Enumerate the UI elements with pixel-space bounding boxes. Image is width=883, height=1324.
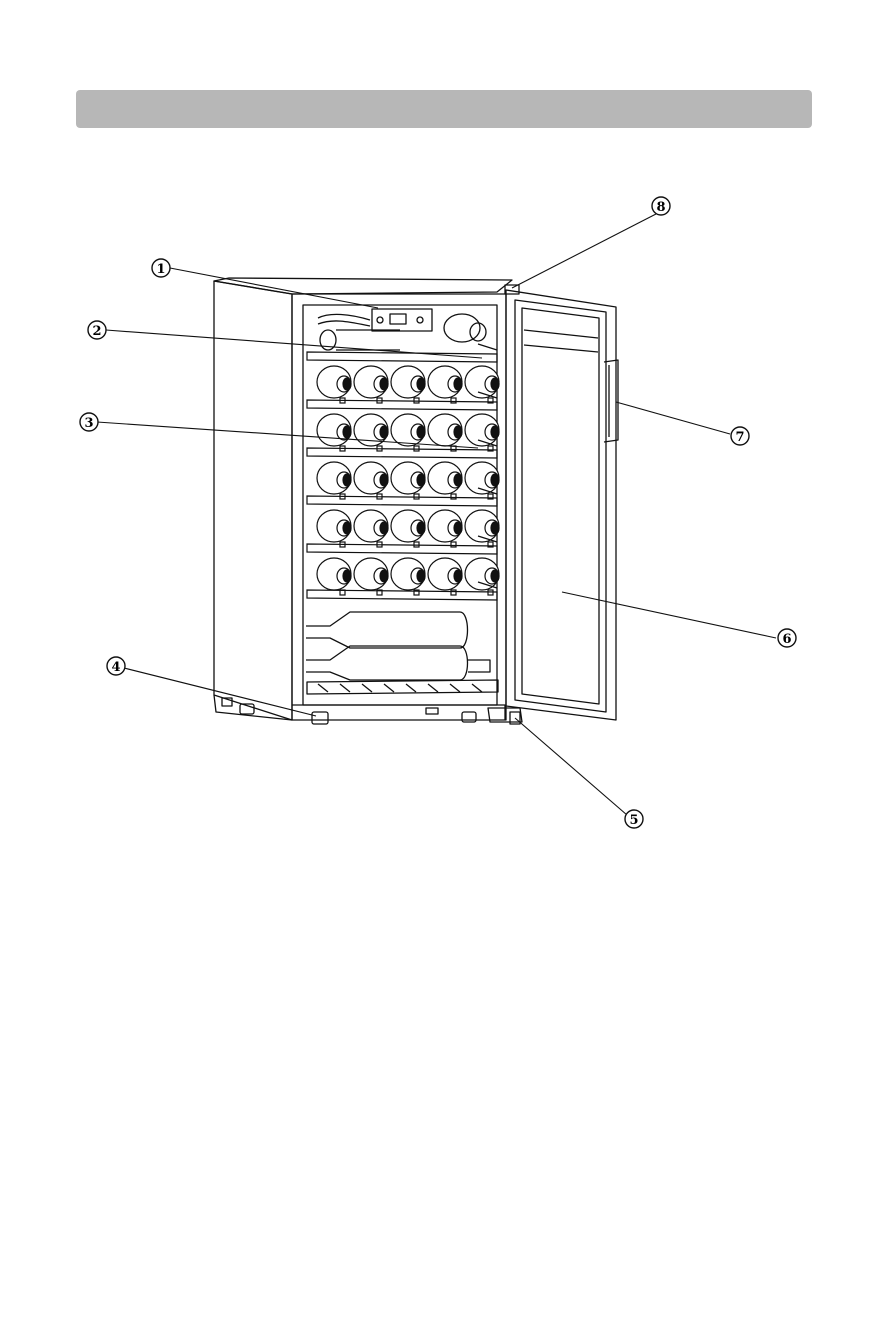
bottle-cap <box>491 474 499 486</box>
door-glass <box>522 308 599 704</box>
svg-text:4: 4 <box>111 660 120 675</box>
svg-text:3: 3 <box>84 416 93 431</box>
bottle-cap <box>454 426 462 438</box>
lying-bottle-upper <box>306 612 468 648</box>
leader-line-4 <box>124 668 316 716</box>
bottle-cap <box>380 522 388 534</box>
leader-line-5 <box>515 718 627 815</box>
bottle-cap <box>417 378 425 390</box>
wine-shelf <box>307 448 497 458</box>
bottle-cap <box>491 522 499 534</box>
callout-7: 7 <box>731 427 749 445</box>
lying-bottle-lower <box>306 646 468 680</box>
bottle-cap <box>380 570 388 582</box>
wine-shelf <box>307 496 497 506</box>
callout-6: 6 <box>778 629 796 647</box>
svg-text:1: 1 <box>156 262 165 277</box>
bottle-cap <box>417 474 425 486</box>
leader-line-2 <box>106 330 482 358</box>
control-panel-display <box>390 314 406 324</box>
bottle-cap <box>343 426 351 438</box>
svg-text:2: 2 <box>92 324 101 339</box>
bottle-cap <box>417 426 425 438</box>
leader-line-8 <box>512 214 656 288</box>
cabinet-top <box>214 278 512 294</box>
shelf-group <box>307 344 499 600</box>
bottle-cap <box>380 426 388 438</box>
bottle-cap <box>454 378 462 390</box>
wine-shelf <box>307 400 497 410</box>
top-hinge <box>505 285 519 294</box>
svg-text:8: 8 <box>656 200 665 215</box>
bottle-cap <box>454 570 462 582</box>
callout-1: 1 <box>152 259 170 277</box>
bottle-cap <box>343 378 351 390</box>
bottle-cap <box>417 570 425 582</box>
cabinet-side-panel <box>214 281 292 720</box>
callout-8: 8 <box>652 197 670 215</box>
callout-5: 5 <box>625 810 643 828</box>
leader-line-7 <box>616 402 730 434</box>
callout-3: 3 <box>80 413 98 431</box>
bottle-cap <box>417 522 425 534</box>
bottle-cap <box>491 570 499 582</box>
svg-text:7: 7 <box>735 430 744 445</box>
bottle-cap <box>454 522 462 534</box>
svg-text:5: 5 <box>629 813 638 828</box>
leader-line-1 <box>170 268 378 308</box>
bottle-cap <box>343 570 351 582</box>
bottle-cap <box>454 474 462 486</box>
leader-line-6 <box>562 592 776 638</box>
bottle-cap <box>491 378 499 390</box>
callout-4: 4 <box>107 657 125 675</box>
bottle-cap <box>380 378 388 390</box>
bottom-rack <box>307 680 498 694</box>
callout-2: 2 <box>88 321 106 339</box>
wine-shelf <box>307 590 497 600</box>
bottle-cap <box>343 522 351 534</box>
bottle-cap <box>491 426 499 438</box>
bottle-cap <box>380 474 388 486</box>
svg-text:6: 6 <box>782 632 791 647</box>
bottle-cap <box>343 474 351 486</box>
wine-shelf <box>307 544 497 554</box>
front-leg-left <box>312 712 328 724</box>
door-glass-frame <box>515 300 606 712</box>
